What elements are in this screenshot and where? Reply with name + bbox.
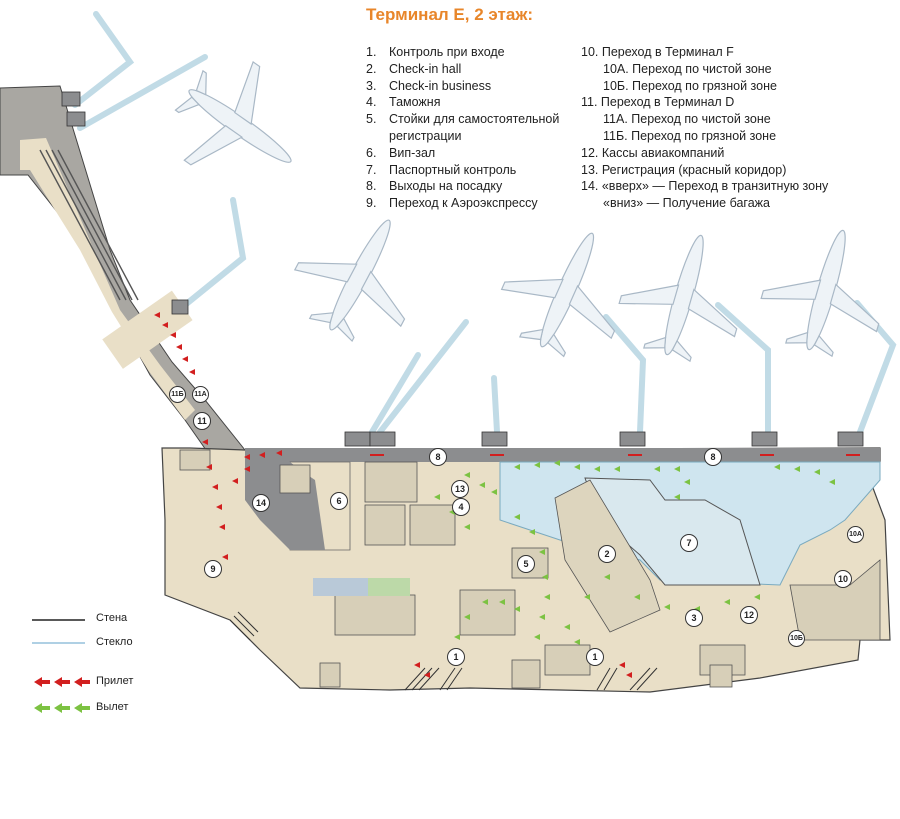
legend-item: 5.Стойки для самостоятельной [366, 112, 560, 127]
plane-2 [293, 219, 406, 343]
departure-arrows-sample [34, 703, 90, 713]
zone-badge-2[interactable]: 2 [598, 545, 616, 563]
legend-item: 13. Регистрация (красный коридор) [581, 162, 787, 177]
zone-badge-11[interactable]: 11 [193, 412, 211, 430]
legend-item: 14. «вверх» — Переход в транзитную зону [581, 179, 829, 194]
zone-badge-1[interactable]: 1 [447, 648, 465, 666]
legend-item: 10Б. Переход по грязной зоне [603, 78, 777, 93]
legend-list-left: 1.Контроль при входе 2.Check-in hall 3.C… [366, 44, 559, 212]
departure-route [434, 460, 835, 645]
airplanes [174, 60, 880, 363]
zone-badge-9[interactable]: 9 [204, 560, 222, 578]
map-title: Терминал E, 2 этаж: [366, 5, 534, 24]
legend-item: 12. Кассы авиакомпаний [581, 145, 725, 160]
legend-item: 9.Переход к Аэроэкспрессу [366, 196, 538, 211]
zone-badge-13[interactable]: 13 [451, 480, 469, 498]
legend-item: 11. Переход в Терминал D [581, 95, 735, 110]
zone-badge-1[interactable]: 1 [586, 648, 604, 666]
legend-item: 7.Паспортный контроль [366, 162, 517, 177]
key-wall-label: Стена [96, 612, 128, 624]
zone-badge-7[interactable]: 7 [680, 534, 698, 552]
legend-item: 1.Контроль при входе [366, 45, 505, 59]
legend-item: 3.Check-in business [366, 78, 492, 93]
key-departure-label: Вылет [96, 701, 129, 713]
zone-badge-11a[interactable]: 11А [192, 386, 209, 403]
legend-list-right: 10. Переход в Терминал F 10А. Переход по… [581, 44, 828, 212]
key-arrival-label: Прилет [96, 675, 134, 687]
main-building [161, 447, 891, 693]
map-key-samples [32, 619, 90, 713]
legend-item: 4.Таможня [366, 95, 441, 110]
legend-item: 10А. Переход по чистой зоне [603, 61, 772, 76]
legend-item: 11Б. Переход по грязной зоне [603, 128, 777, 143]
legend-item: «вниз» — Получение багажа [603, 196, 770, 211]
zone-badge-8[interactable]: 8 [429, 448, 447, 466]
gate-connectors [344, 431, 864, 447]
plane-1 [174, 60, 292, 166]
arrival-arrows-sample [34, 677, 90, 687]
zone-badge-12[interactable]: 12 [740, 606, 758, 624]
plane-4 [618, 234, 738, 363]
key-glass-label: Стекло [96, 636, 133, 648]
zone-badge-4[interactable]: 4 [452, 498, 470, 516]
zone-badge-8[interactable]: 8 [704, 448, 722, 466]
zone-badge-10b[interactable]: 10Б [788, 630, 805, 647]
zone-badge-3[interactable]: 3 [685, 609, 703, 627]
zone-badge-5[interactable]: 5 [517, 555, 535, 573]
zone-badge-10a[interactable]: 10А [847, 526, 864, 543]
legend-item: 11А. Переход по чистой зоне [603, 112, 771, 127]
legend-item: 10. Переход в Терминал F [581, 45, 734, 59]
legend-item: 2.Check-in hall [366, 61, 462, 76]
zone-badge-10[interactable]: 10 [834, 570, 852, 588]
zone-badge-14[interactable]: 14 [252, 494, 270, 512]
plane-5 [760, 229, 880, 358]
legend-item: 8.Выходы на посадку [366, 179, 503, 194]
plane-3 [500, 232, 616, 358]
zone-badge-11b[interactable]: 11Б [169, 386, 186, 403]
zone-badge-6[interactable]: 6 [330, 492, 348, 510]
legend-item: регистрации [389, 128, 462, 143]
legend-item: 6.Вип-зал [366, 145, 436, 160]
